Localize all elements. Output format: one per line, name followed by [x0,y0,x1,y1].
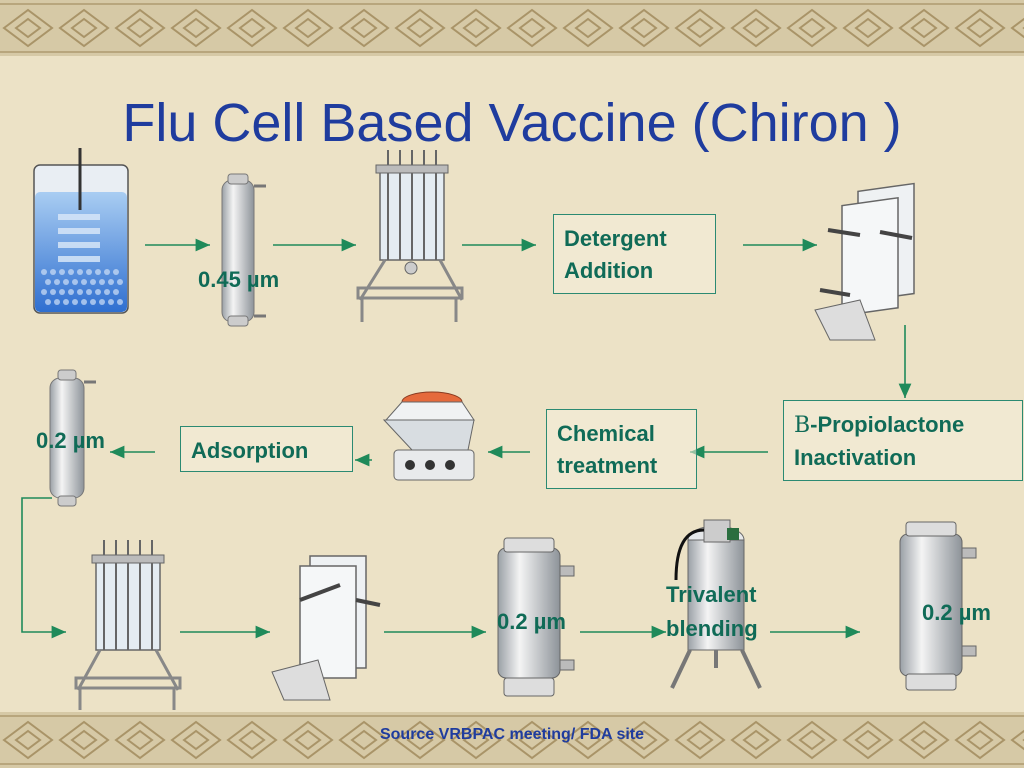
trivalent-line2: blending [666,616,758,641]
ultrafiltration-rig-icon [356,150,464,322]
page-title: Flu Cell Based Vaccine (Chiron ) [122,93,902,153]
source-caption: Source VRBPAC meeting/ FDA site [379,726,645,743]
blending-tank-icon [670,519,762,689]
label-trivalent-blending: Trivalent blending [666,578,758,646]
label-filter-02-bottom: 0.2 µm [497,609,566,634]
bpl-line1: -Propiolactone [810,412,965,437]
filter-cartridge-icon-left [49,369,96,507]
detergent-line2: Addition [564,258,654,283]
step-detergent-addition: Detergent Addition [553,214,716,294]
label-filter-045: 0.45 µm [198,267,280,292]
stainless-vessel-icon [497,537,575,697]
filter-press-icon-top [814,182,915,341]
stainless-vessel-icon-right [899,521,977,691]
adsorption-label: Adsorption [191,438,309,463]
bpl-symbol: B [794,413,811,438]
top-border-band [0,0,1024,56]
label-filter-02-right: 0.2 µm [922,600,991,625]
arrow-down-to-bottom-rig [21,497,66,639]
bottom-border-band [0,712,1024,768]
ultrafiltration-rig-icon-bottom [74,540,182,710]
label-filter-02-left: 0.2 µm [36,428,105,453]
chemical-line1: Chemical [557,421,655,446]
step-adsorption: Adsorption [180,426,353,472]
bpl-line2: Inactivation [794,445,917,470]
detergent-line1: Detergent [564,226,667,251]
centrifuge-icon [382,391,475,481]
step-bpl-inactivation: B-Propiolactone Inactivation [783,400,1023,481]
trivalent-line1: Trivalent [666,582,757,607]
bioreactor-icon [33,148,129,314]
filter-cartridge-icon [221,173,266,327]
filter-press-icon-bottom [271,555,381,701]
bottom-border-pattern [0,712,1024,768]
top-border-pattern [0,0,1024,56]
flow-arrows [21,238,912,639]
step-chemical-treatment: Chemical treatment [546,409,697,489]
chemical-line2: treatment [557,453,658,478]
